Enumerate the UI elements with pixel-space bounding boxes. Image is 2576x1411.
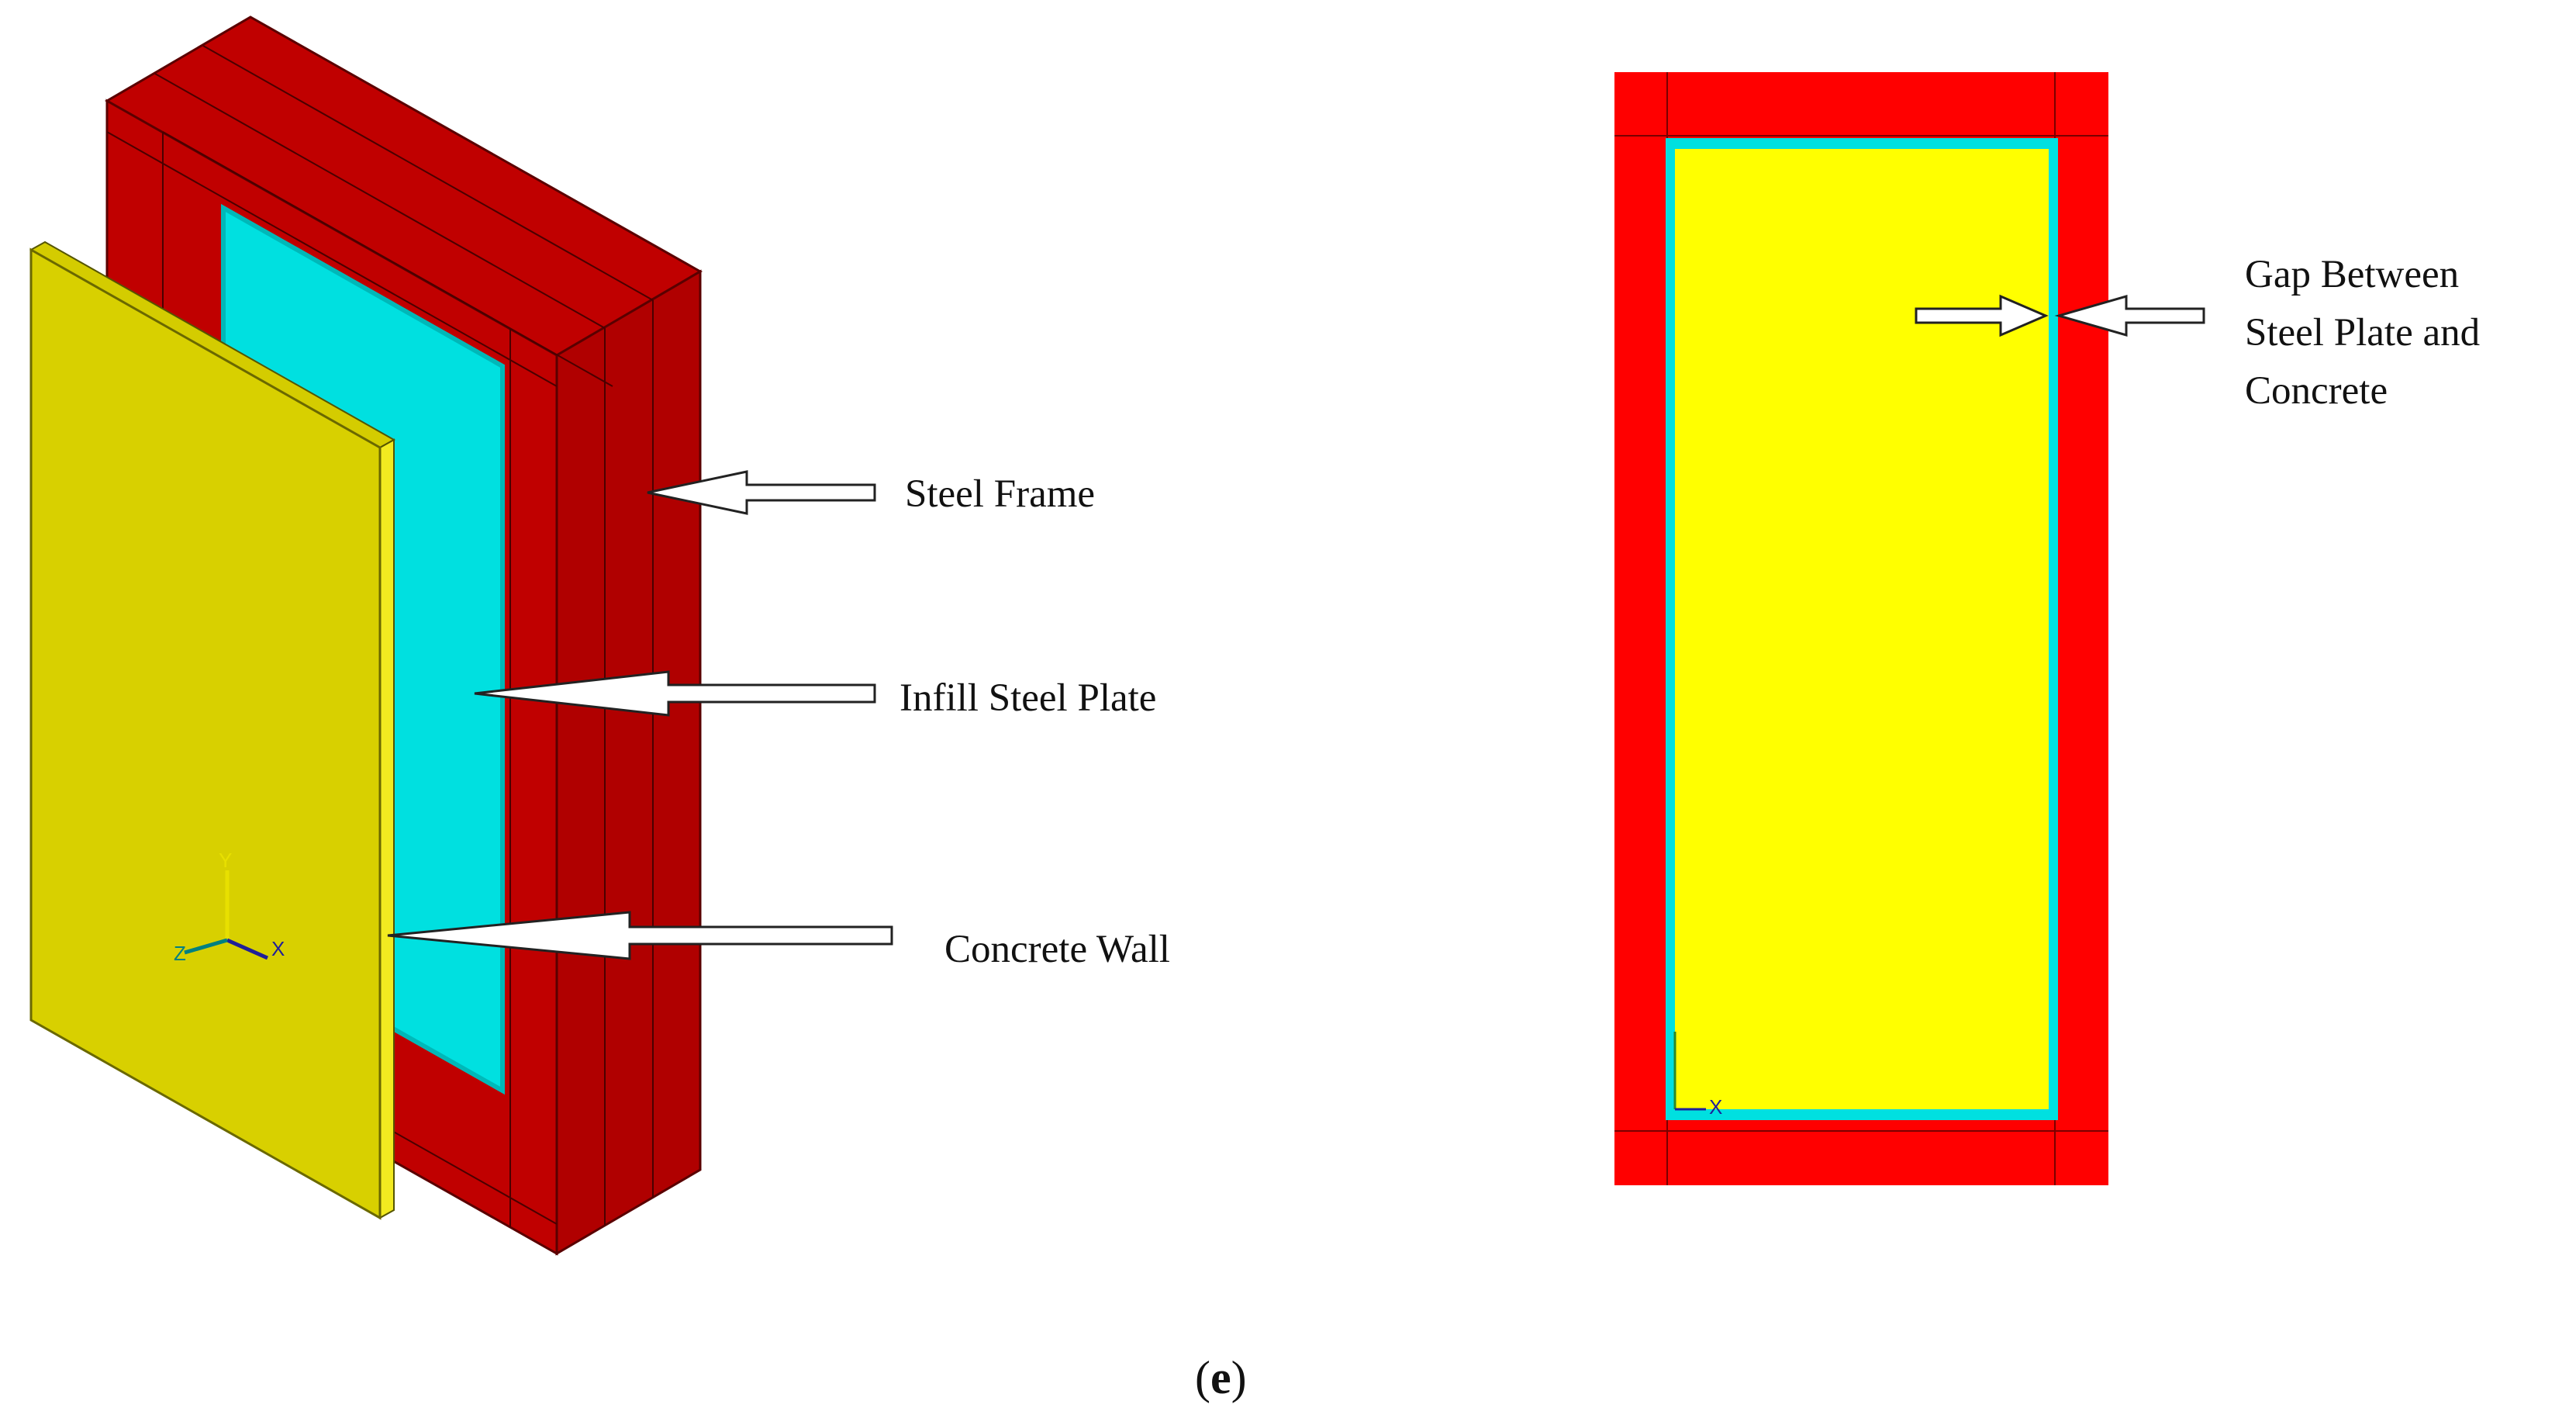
isometric-view: Y X Z Steel Frame Infill Steel Plate Con… <box>29 16 1170 1256</box>
front-view-axis-x-label: X <box>1709 1095 1722 1119</box>
figure-caption: (e) <box>1195 1352 1247 1403</box>
gap-label-line1: Gap Between <box>2245 253 2459 296</box>
axis-y-label: Y <box>219 849 232 872</box>
caption-open-paren: ( <box>1195 1352 1210 1403</box>
gap-arrow-right <box>2054 295 2205 337</box>
concrete-wall-arrow <box>387 911 893 960</box>
axis-z-label: Z <box>174 942 186 965</box>
caption-letter: e <box>1210 1352 1231 1403</box>
concrete-wall-label: Concrete Wall <box>944 928 1170 971</box>
concrete-wall-side-edge <box>379 438 395 1219</box>
gap-label-line2: Steel Plate and <box>2245 311 2480 354</box>
caption-close-paren: ) <box>1231 1352 1247 1403</box>
concrete-wall <box>29 247 382 1220</box>
front-view: X Gap Between Steel Plate and Concrete <box>1614 72 2480 1185</box>
steel-frame-label: Steel Frame <box>905 472 1095 516</box>
front-view-concrete-wall <box>1675 149 2049 1109</box>
front-view-axis-mark: X <box>1673 1032 1722 1119</box>
steel-frame-arrow <box>647 470 876 515</box>
axis-x-label: X <box>271 937 285 960</box>
infill-steel-plate-arrow <box>474 670 876 717</box>
gap-label-line3: Concrete <box>2245 369 2388 413</box>
infill-steel-plate-label: Infill Steel Plate <box>900 676 1156 720</box>
axis-triad: Y X Z <box>174 849 285 965</box>
gap-arrow-left <box>1915 294 2049 337</box>
steel-frame-side-face <box>555 269 702 1256</box>
